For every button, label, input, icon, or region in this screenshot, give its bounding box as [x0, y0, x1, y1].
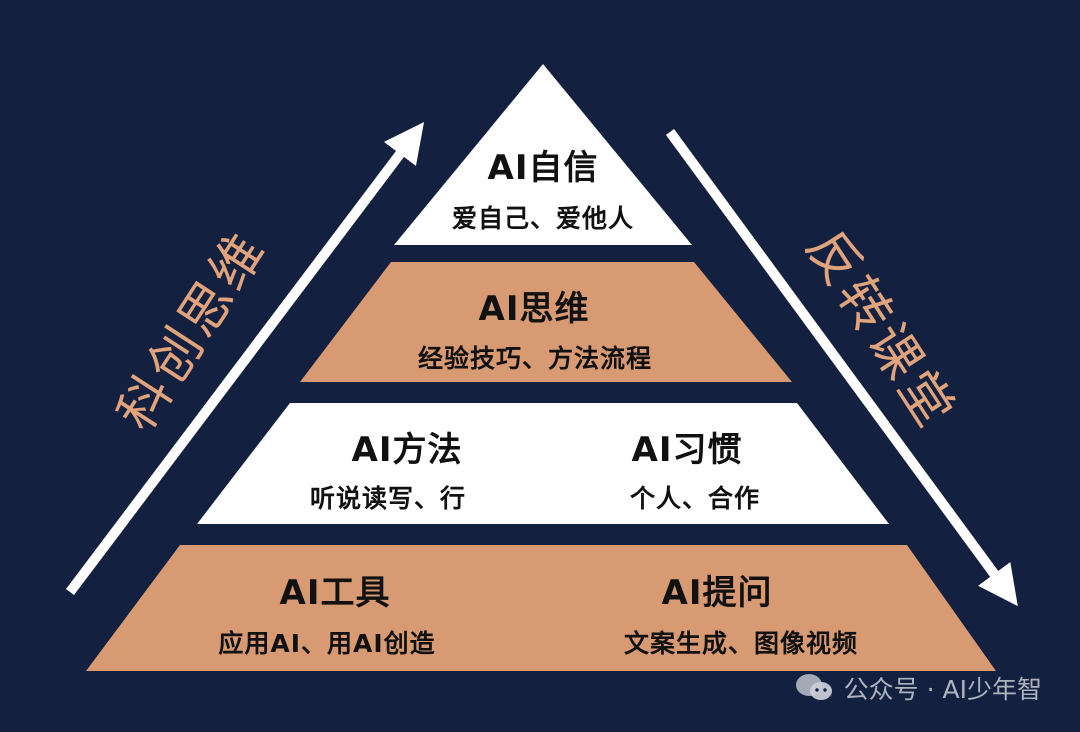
arrow-down-right	[665, 129, 1018, 607]
bottom-layer-right-title: AI提问	[661, 573, 773, 613]
third-layer-right-subtitle: 个人、合作	[629, 484, 761, 513]
top-layer-subtitle: 爱自己、爱他人	[451, 204, 635, 233]
bottom-layer-left-title: AI工具	[279, 573, 391, 613]
watermark: 公众号 · AI少年智	[794, 670, 1042, 706]
pyramid-layer-third	[197, 403, 889, 524]
third-layer-left-title: AI方法	[351, 430, 463, 470]
pyramid-layer-top	[394, 64, 692, 245]
pyramid-layer-bottom	[86, 545, 996, 671]
bottom-layer-left-subtitle: 应用AI、用AI创造	[218, 629, 436, 658]
second-layer-subtitle: 经验技巧、方法流程	[417, 344, 653, 373]
bottom-layer-right-subtitle: 文案生成、图像视频	[623, 629, 859, 658]
top-layer-title: AI自信	[487, 148, 599, 188]
third-layer-right-title: AI习惯	[631, 430, 743, 470]
watermark-text: 公众号 · AI少年智	[843, 675, 1042, 704]
second-layer-title: AI思维	[478, 289, 590, 329]
pyramid-layer-second	[300, 262, 792, 382]
wechat-icon	[795, 674, 832, 700]
arrow-up-left	[66, 122, 425, 596]
third-layer-left-subtitle: 听说读写、行	[309, 484, 467, 513]
